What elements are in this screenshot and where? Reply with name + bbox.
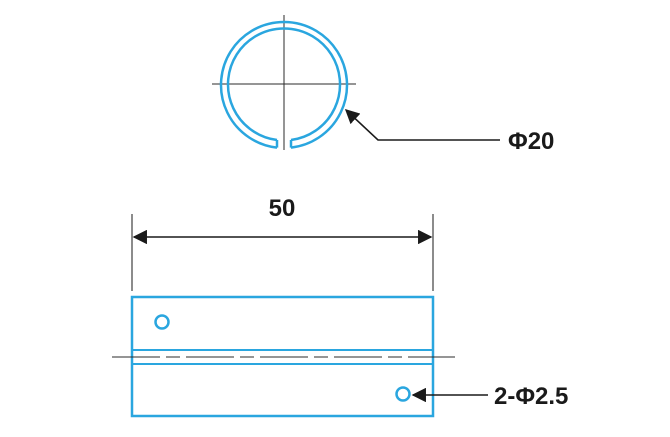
mounting-hole-top xyxy=(154,314,170,330)
mounting-hole-bottom xyxy=(395,386,411,402)
length-label: 50 xyxy=(269,195,296,222)
diameter-leader-line xyxy=(344,109,500,141)
holes-leader: 2-Φ2.5 xyxy=(411,383,568,410)
length-dimension: 50 xyxy=(131,195,434,291)
sleeve-side-view xyxy=(112,295,455,418)
ring-outer-arc xyxy=(219,20,349,149)
holes-label: 2-Φ2.5 xyxy=(494,383,568,410)
ring-inner-arc xyxy=(226,27,342,142)
ring-end-view xyxy=(212,15,356,150)
diameter-leader: Φ20 xyxy=(344,109,554,155)
diameter-label: Φ20 xyxy=(508,128,554,155)
